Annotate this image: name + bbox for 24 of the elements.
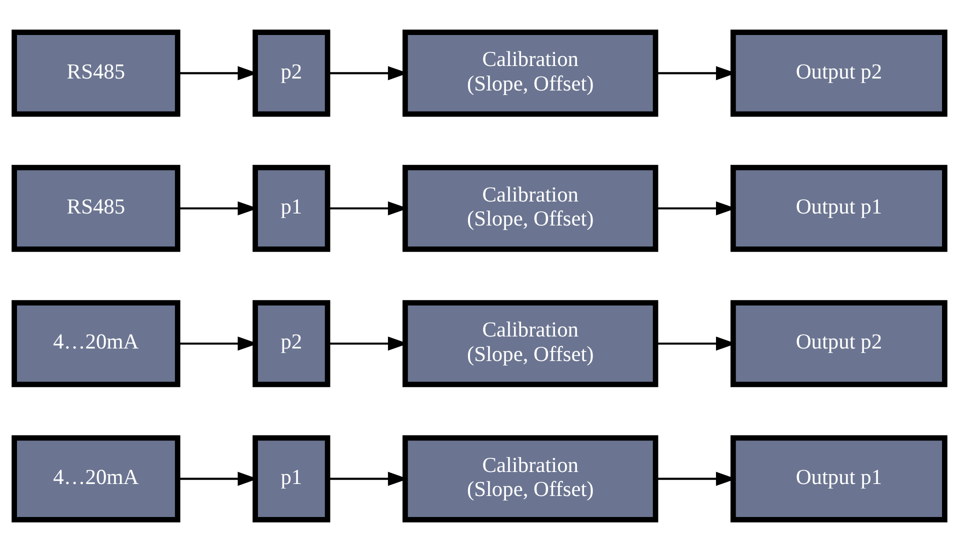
node-box: 4…20mA bbox=[12, 300, 180, 388]
node-box: p2 bbox=[252, 300, 330, 388]
node-box: p1 bbox=[252, 435, 330, 522]
arrow bbox=[328, 336, 408, 351]
node-box: Calibration (Slope, Offset) bbox=[402, 300, 658, 388]
arrow bbox=[328, 472, 408, 486]
node-box: Calibration (Slope, Offset) bbox=[402, 435, 658, 522]
node-box: RS485 bbox=[12, 164, 180, 252]
node-box: Calibration (Slope, Offset) bbox=[402, 30, 658, 117]
arrow bbox=[656, 66, 736, 80]
arrow bbox=[656, 472, 736, 486]
node-box: p1 bbox=[252, 164, 330, 252]
arrow bbox=[656, 201, 736, 216]
node-box: 4…20mA bbox=[12, 435, 180, 522]
node-box: Output p1 bbox=[730, 435, 948, 522]
arrow bbox=[328, 201, 408, 216]
node-box: RS485 bbox=[12, 30, 180, 117]
arrow bbox=[328, 66, 408, 80]
node-box: p2 bbox=[252, 30, 330, 117]
node-box: Output p2 bbox=[730, 30, 948, 117]
node-box: Output p2 bbox=[730, 300, 948, 388]
arrow bbox=[656, 336, 736, 351]
node-box: Calibration (Slope, Offset) bbox=[402, 164, 658, 252]
node-box: Output p1 bbox=[730, 164, 948, 252]
